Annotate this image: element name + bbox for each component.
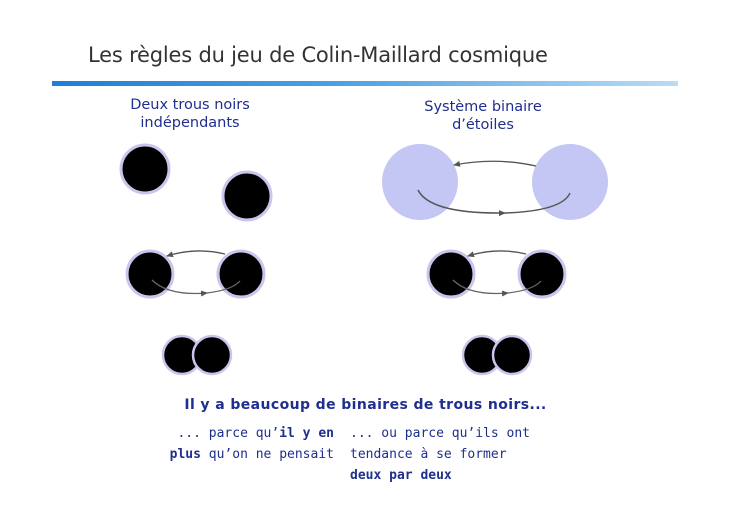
black-hole-pair-right-r xyxy=(517,249,567,299)
right-label-line2: d’étoiles xyxy=(452,117,514,133)
right-binary-stars xyxy=(382,144,608,220)
black-hole-merge-right xyxy=(191,334,233,376)
left-orbiting-pair xyxy=(125,249,266,299)
black-hole-pair-left xyxy=(125,249,175,299)
note-left-line2-bold: plus xyxy=(169,447,201,462)
orbit-bottom-arc-end xyxy=(206,280,241,294)
star-orbit-bottom-end xyxy=(504,192,571,214)
black-hole-pair-right xyxy=(216,249,266,299)
right-merging-pair xyxy=(461,334,533,376)
orbit-bottom-arc xyxy=(151,279,208,297)
note-left: ... parce qu’il y en plus qu’on ne pensa… xyxy=(170,423,334,465)
note-right-line1: ... ou parce qu’ils ont xyxy=(350,426,531,441)
note-right-line3: deux par deux xyxy=(350,465,530,486)
note-right-line3-bold: deux par deux xyxy=(350,468,452,483)
star-orbit-top xyxy=(453,160,537,167)
title-underline xyxy=(52,81,678,86)
note-right: ... ou parce qu’ils ont tendance à se fo… xyxy=(350,423,530,486)
left-independent-holes xyxy=(119,143,273,222)
note-left-line1-text: ... parce qu’ xyxy=(177,426,280,441)
star-orbit-bottom xyxy=(417,189,506,217)
black-hole-merge-right-r xyxy=(491,334,533,376)
orbit-bottom-arc-end-r xyxy=(507,280,542,294)
left-merging-pair xyxy=(161,334,233,376)
left-column-label: Deux trous noirs indépendants xyxy=(100,96,280,132)
right-orbiting-pair xyxy=(426,249,567,299)
black-hole-lower-right xyxy=(221,170,273,222)
orbit-bottom-arc-r xyxy=(452,279,509,297)
left-label-line1: Deux trous noirs xyxy=(130,97,250,113)
page-title: Les règles du jeu de Colin-Maillard cosm… xyxy=(88,43,548,67)
note-left-line2: plus qu’on ne pensait xyxy=(170,444,334,465)
right-label-line1: Système binaire xyxy=(424,99,542,115)
black-hole-upper-left xyxy=(119,143,171,195)
star-right xyxy=(532,144,608,220)
note-right-line2: tendance à se former xyxy=(350,447,507,462)
right-column-label: Système binaire d’étoiles xyxy=(393,98,573,134)
left-label-line2: indépendants xyxy=(140,115,240,131)
note-left-line1-bold: il y en xyxy=(279,426,334,441)
note-left-line1: ... parce qu’il y en xyxy=(170,423,334,444)
caption: Il y a beaucoup de binaires de trous noi… xyxy=(184,397,547,413)
orbit-top-arc-r xyxy=(467,250,527,258)
star-left xyxy=(382,144,458,220)
note-left-line2-text: qu’on ne pensait xyxy=(200,447,334,462)
black-hole-pair-left-r xyxy=(426,249,476,299)
orbit-top-arc xyxy=(166,250,226,258)
